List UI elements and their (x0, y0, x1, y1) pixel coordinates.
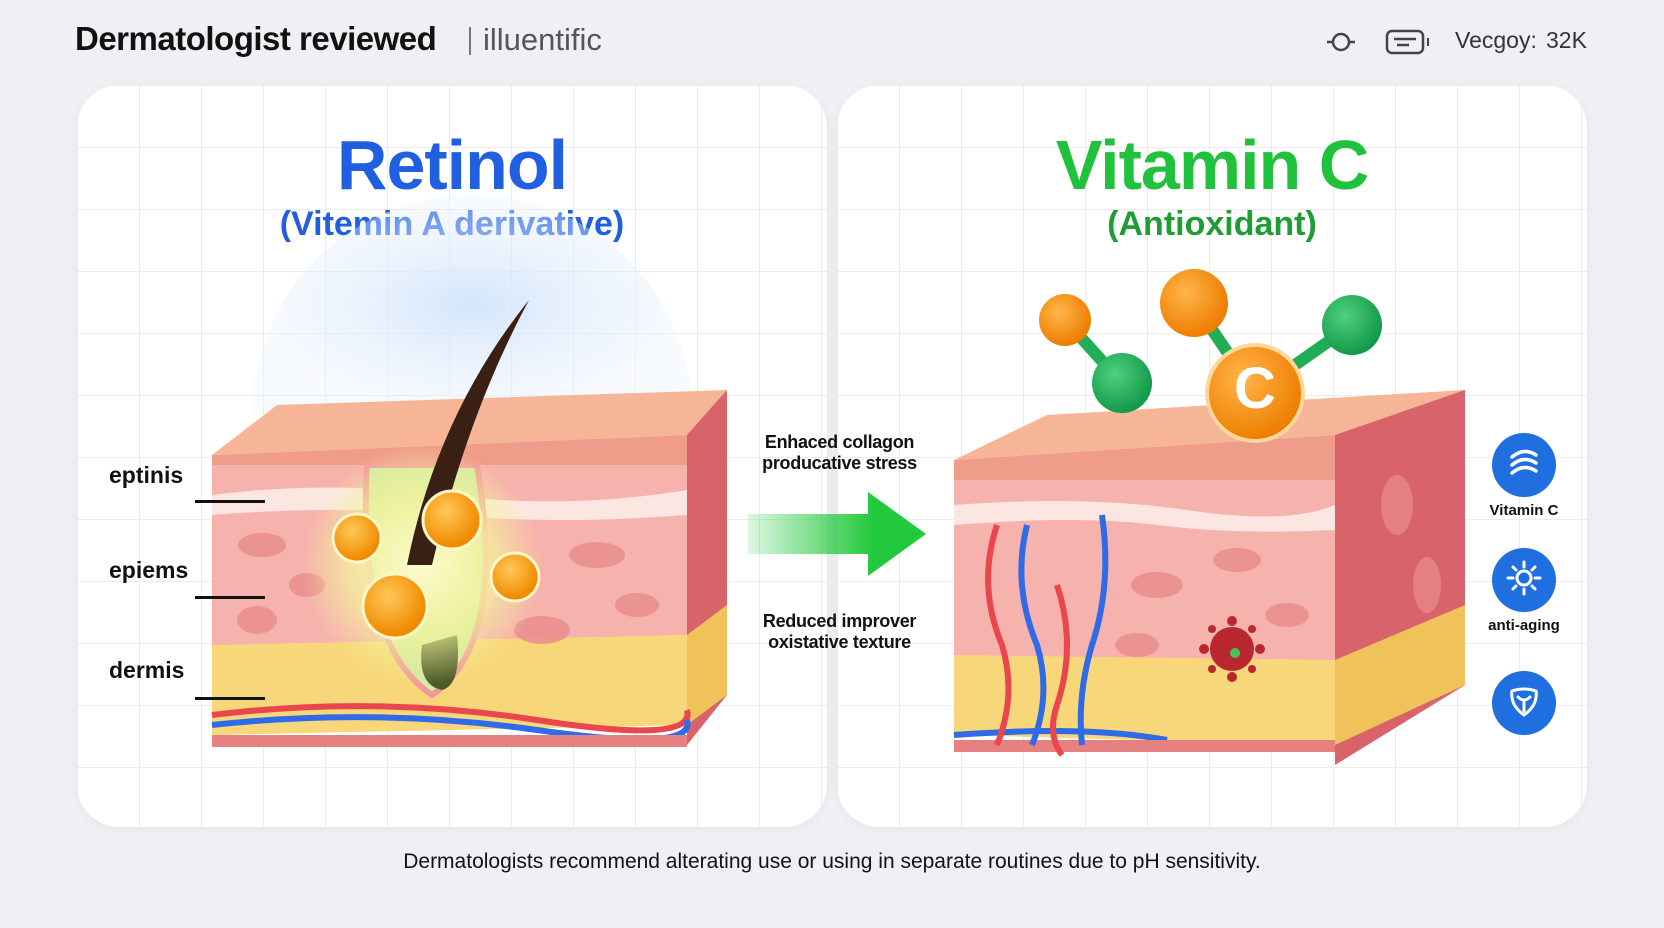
views-count: 32K (1546, 27, 1587, 53)
benefit-bottom-line-2: oxistative texture (768, 632, 911, 652)
retinol-skin-illustration (211, 195, 727, 747)
vitamin-c-badge-label: Vitamin C (1489, 502, 1559, 519)
right-arrow-icon (748, 492, 926, 576)
views-label: Vecgoy: (1455, 27, 1537, 53)
footer-note: Dermatologists recommend alterating use … (403, 850, 1261, 873)
molecule-letter: C (1234, 356, 1276, 421)
anti-aging-badge[interactable] (1492, 548, 1556, 612)
waves-icon (1504, 443, 1544, 488)
layer-pointer-2 (195, 596, 265, 599)
leaf-badge[interactable] (1492, 671, 1556, 735)
benefit-top-line-1: Enhaced collagon (764, 432, 915, 452)
refresh-icon[interactable] (1325, 26, 1357, 63)
benefit-text-top: Enhaced collagon producative stress (752, 432, 927, 474)
brand-subtitle: illuentific (483, 22, 602, 57)
benefit-bottom-line-1: Reduced improver (762, 611, 917, 631)
vitamin-c-panel: Vitamin C (Antioxidant) (837, 85, 1587, 827)
vitamin-c-skin-illustration (953, 269, 1465, 765)
vitamin-c-badge[interactable] (1492, 433, 1556, 497)
layer-label-2: epiems (109, 557, 189, 583)
anti-aging-badge-label: anti-aging (1488, 617, 1560, 634)
layer-pointer-1 (195, 500, 265, 503)
retinol-panel: Retinol (Vitemin A derivative) (77, 85, 827, 827)
layer-pointer-3 (195, 697, 265, 700)
benefit-text-bottom: Reduced improver oxistative texture (752, 611, 927, 653)
retinol-title: Retinol (336, 126, 568, 204)
layer-label-1: eptinis (109, 462, 184, 488)
free-radical-icon (1199, 616, 1265, 682)
sun-icon (1504, 558, 1544, 603)
vitamin-c-subtitle: (Antioxidant) (1107, 205, 1317, 243)
brand-title: Dermatologist reviewed (75, 20, 437, 57)
brand-divider (469, 27, 471, 55)
card-icon[interactable] (1385, 26, 1431, 63)
vitamin-c-title: Vitamin C (1055, 126, 1370, 204)
benefit-top-line-2: producative stress (762, 453, 917, 473)
top-bar: Dermatologist reviewed illuentific Vecgo… (0, 0, 1664, 84)
leaf-icon (1504, 681, 1544, 726)
layer-label-3: dermis (109, 657, 185, 683)
